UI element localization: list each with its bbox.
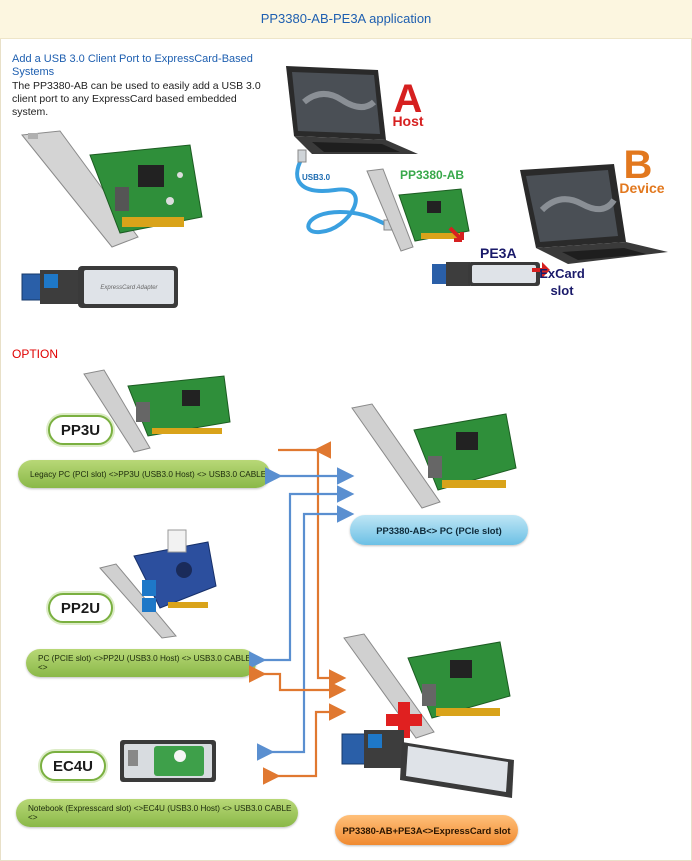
excard-text-2: slot xyxy=(550,283,574,298)
option-label: OPTION xyxy=(12,347,59,361)
diagram-pe3a-adapter: PE3A xyxy=(432,245,540,286)
device-label: B Device xyxy=(619,143,664,196)
diagram-card-label: PP3380-AB xyxy=(400,168,464,182)
host-text: Host xyxy=(392,113,423,129)
intro-body: The PP3380-AB can be used to easily add … xyxy=(12,80,261,118)
excard-slot-label: ExCard slot xyxy=(532,262,585,298)
device-laptop-image xyxy=(520,164,668,264)
card-to-adapter-arrow xyxy=(448,226,464,242)
diagram-adapter-label: PE3A xyxy=(480,245,517,261)
excard-text-1: ExCard xyxy=(539,266,585,281)
arrow-pp2u-to-pcie xyxy=(248,485,355,669)
pp3u-caption: Legacy PC (PCI slot) <>PP3U (USB3.0 Host… xyxy=(18,460,270,488)
pe3a-adapter-image: ExpressCard Adapter xyxy=(21,266,178,308)
host-letter: A xyxy=(394,77,423,121)
arrow-pp2u-to-excard xyxy=(248,665,347,699)
device-letter: B xyxy=(624,143,653,187)
usb-cable: USB3.0 xyxy=(295,149,395,235)
intro-title: Add a USB 3.0 Client Port to ExpressCard… xyxy=(12,53,253,78)
pp3u-label: PP3U xyxy=(48,415,113,445)
pp2u-label: PP2U xyxy=(48,593,113,623)
ec4u-card-image xyxy=(120,740,216,782)
arrow-pp3u-to-excard xyxy=(278,450,342,678)
pp3380-card-image xyxy=(21,130,203,248)
device-text: Device xyxy=(619,180,664,196)
host-laptop-image xyxy=(286,66,418,154)
adapter-card-text: ExpressCard Adapter xyxy=(100,285,158,291)
ec4u-caption: Notebook (Expresscard slot) <>EC4U (USB3… xyxy=(16,799,298,827)
arrow-ec4u-to-pcie xyxy=(256,505,355,761)
pp2u-caption: PC (PCIE slot) <>PP2U (USB3.0 Host) <> U… xyxy=(26,649,256,677)
page-header: PP3380-AB-PE3A application xyxy=(0,0,692,39)
arrow-ec4u-to-excard xyxy=(262,703,347,785)
page-title: PP3380-AB-PE3A application xyxy=(260,11,432,26)
target-excard-caption: PP3380-AB+PE3A<>ExpressCard slot xyxy=(335,815,518,845)
ec4u-label: EC4U xyxy=(40,751,106,781)
cable-label: USB3.0 xyxy=(302,173,331,182)
host-label: A Host xyxy=(392,77,423,129)
target-pcie-card-image xyxy=(351,403,517,509)
pp3u-card-image xyxy=(83,369,231,453)
pp2u-card-image xyxy=(99,529,217,639)
target-pcie-caption: PP3380-AB<> PC (PCIe slot) xyxy=(350,515,528,545)
diagram-pp3380-card: PP3380-AB xyxy=(366,168,470,252)
